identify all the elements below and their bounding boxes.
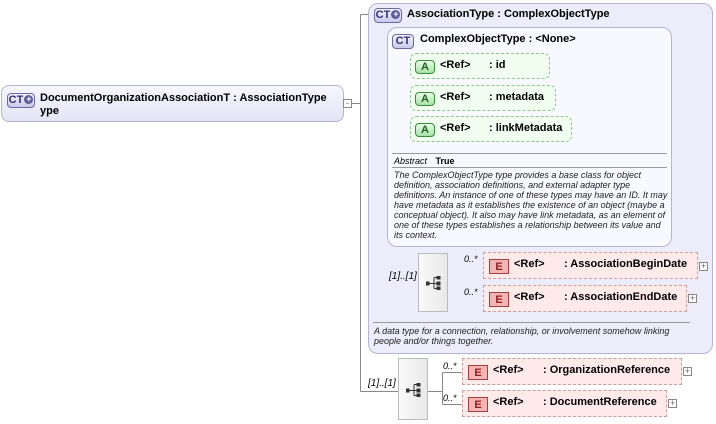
element-badge-icon: E (468, 365, 488, 380)
complex-object-type-base: : <None> (528, 33, 576, 45)
divider (392, 153, 667, 154)
element-badge-icon: E (489, 292, 509, 307)
complex-object-type-title: ComplexObjectType (420, 33, 526, 45)
element-organization-reference[interactable]: E <Ref> : OrganizationReference (462, 358, 682, 385)
element-occurs: 0..* (464, 254, 478, 264)
attribute-badge-icon: A (415, 92, 435, 106)
expand-icon[interactable]: + (683, 366, 692, 376)
ct-plus-badge-icon: CT+ (7, 93, 35, 108)
element-occurs: 0..* (464, 287, 478, 297)
element-name: : DocumentReference (543, 396, 657, 408)
element-ref: <Ref> (514, 291, 545, 303)
association-type-title: AssociationType (407, 8, 495, 20)
expand-icon[interactable]: + (688, 293, 697, 303)
root-type-name: DocumentOrganizationAssociationT (40, 92, 231, 104)
expand-icon[interactable]: + (668, 398, 677, 408)
element-badge-icon: E (489, 259, 509, 274)
root-type-base: : AssociationType (233, 92, 327, 104)
outer-sequence-cardinality: [1]..[1] (368, 378, 396, 389)
ct-badge-icon: CT (392, 34, 414, 49)
association-type-description: A data type for a connection, relationsh… (374, 326, 670, 346)
element-occurs: 0..* (443, 361, 457, 371)
collapse-icon[interactable]: - (343, 99, 352, 108)
attribute-name: : linkMetadata (489, 122, 563, 134)
inner-sequence-compositor[interactable] (418, 253, 448, 312)
attribute-link-metadata[interactable]: A <Ref> : linkMetadata (410, 116, 572, 142)
element-occurs: 0..* (443, 393, 457, 403)
attribute-ref: <Ref> (440, 122, 471, 134)
sequence-icon (406, 383, 421, 397)
inner-sequence-cardinality: [1]..[1] (389, 271, 417, 282)
element-ref: <Ref> (493, 364, 524, 376)
complex-object-type-description: The ComplexObjectType type provides a ba… (394, 170, 668, 240)
sequence-icon (426, 276, 441, 290)
outer-sequence-compositor[interactable] (398, 358, 428, 420)
divider (373, 322, 690, 323)
element-association-end-date[interactable]: E <Ref> : AssociationEndDate (483, 285, 687, 312)
element-name: : AssociationEndDate (564, 291, 678, 303)
root-complex-type[interactable]: CT+ DocumentOrganizationAssociationT : A… (1, 85, 344, 122)
attribute-ref: <Ref> (440, 91, 471, 103)
element-association-begin-date[interactable]: E <Ref> : AssociationBeginDate (483, 252, 698, 279)
attribute-badge-icon: A (415, 123, 435, 137)
element-badge-icon: E (468, 397, 488, 412)
element-name: : OrganizationReference (543, 364, 671, 376)
association-type-base: : ComplexObjectType (497, 8, 610, 20)
element-ref: <Ref> (493, 396, 524, 408)
root-type-wrap: ype (40, 105, 59, 117)
attribute-id[interactable]: A <Ref> : id (410, 53, 550, 79)
attribute-name: : id (489, 59, 506, 71)
expand-icon[interactable]: + (699, 261, 708, 271)
element-document-reference[interactable]: E <Ref> : DocumentReference (462, 390, 667, 417)
divider (392, 167, 667, 168)
abstract-label: Abstract (394, 156, 428, 166)
ct-plus-badge-icon: CT+ (374, 8, 402, 23)
attribute-badge-icon: A (415, 60, 435, 74)
element-ref: <Ref> (514, 258, 545, 270)
abstract-value: True (435, 156, 455, 166)
element-name: : AssociationBeginDate (564, 258, 688, 270)
attribute-metadata[interactable]: A <Ref> : metadata (410, 85, 556, 111)
attribute-name: : metadata (489, 91, 545, 103)
attribute-ref: <Ref> (440, 59, 471, 71)
